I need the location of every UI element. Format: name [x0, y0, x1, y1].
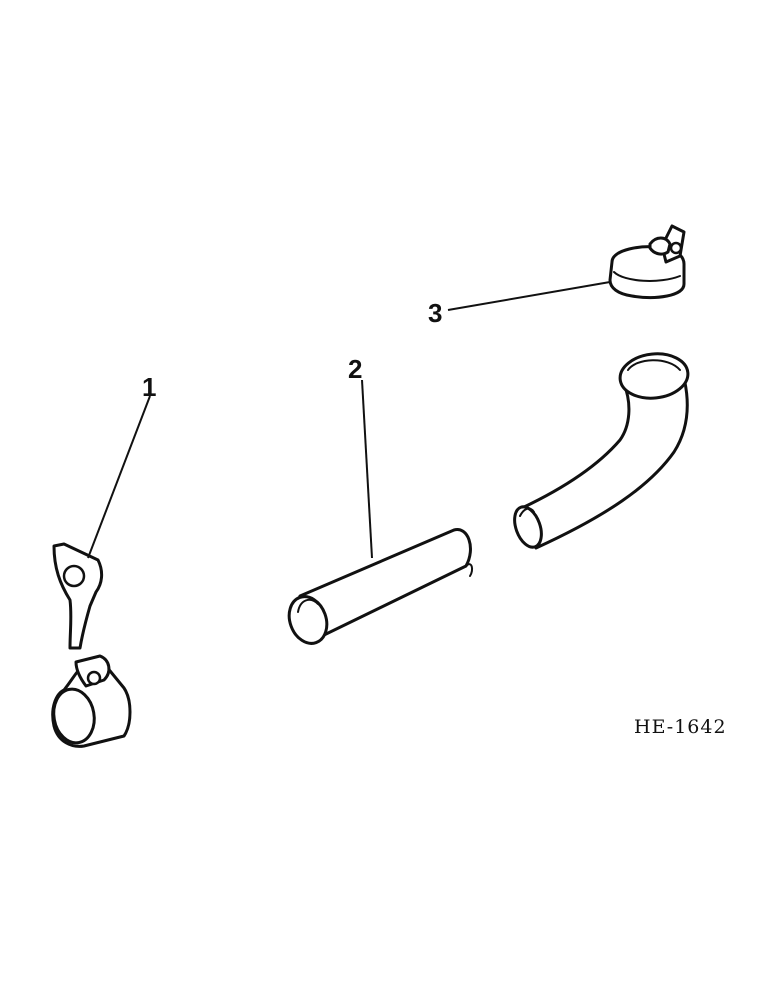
drawing-id-label: HE-1642 [634, 716, 727, 738]
callout-3: 3 [428, 298, 442, 328]
part-1-hanger-strap [51, 542, 132, 748]
callout-2: 2 [348, 354, 362, 384]
part-3-band-clamp [608, 224, 686, 299]
callout-1: 1 [142, 372, 156, 402]
leader-line-2 [361, 379, 373, 559]
part-2-straight-pipe [287, 528, 474, 645]
leader-line-3 [447, 281, 611, 311]
part-2-elbow-pipe [513, 352, 690, 550]
leader-line-1 [87, 395, 151, 559]
